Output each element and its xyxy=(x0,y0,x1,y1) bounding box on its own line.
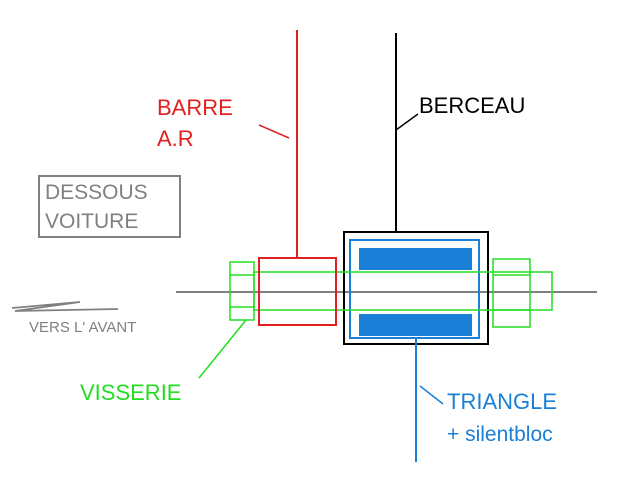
silentbloc-top-bar xyxy=(359,248,472,270)
berceau-leader-line xyxy=(395,113,419,131)
bolt-head xyxy=(229,261,255,321)
direction-arrow xyxy=(11,301,119,312)
visserie-label: VISSERIE xyxy=(80,380,181,405)
triangle-label-line1: TRIANGLE xyxy=(447,389,557,414)
triangle-label-line2: + silentbloc xyxy=(447,423,553,446)
dessous-label-line2: VOITURE xyxy=(45,210,138,233)
barre-label-line2: A.R xyxy=(157,126,194,151)
barre-label-line1: BARRE xyxy=(157,95,233,120)
barre-leader-line xyxy=(258,124,290,139)
dessous-voiture-box xyxy=(38,175,181,238)
triangle-leader-line xyxy=(419,385,444,405)
barre-bushing xyxy=(258,257,337,326)
vers-avant-label: VERS L' AVANT xyxy=(29,319,136,336)
silentbloc-bottom-bar xyxy=(359,314,472,336)
visserie-leader-line xyxy=(198,319,247,379)
dessous-label-line1: DESSOUS xyxy=(45,181,148,204)
bolt-shank xyxy=(253,271,553,311)
triangle-outer-frame xyxy=(349,239,480,339)
berceau-label: BERCEAU xyxy=(419,93,525,118)
bolt-nut xyxy=(492,258,531,328)
